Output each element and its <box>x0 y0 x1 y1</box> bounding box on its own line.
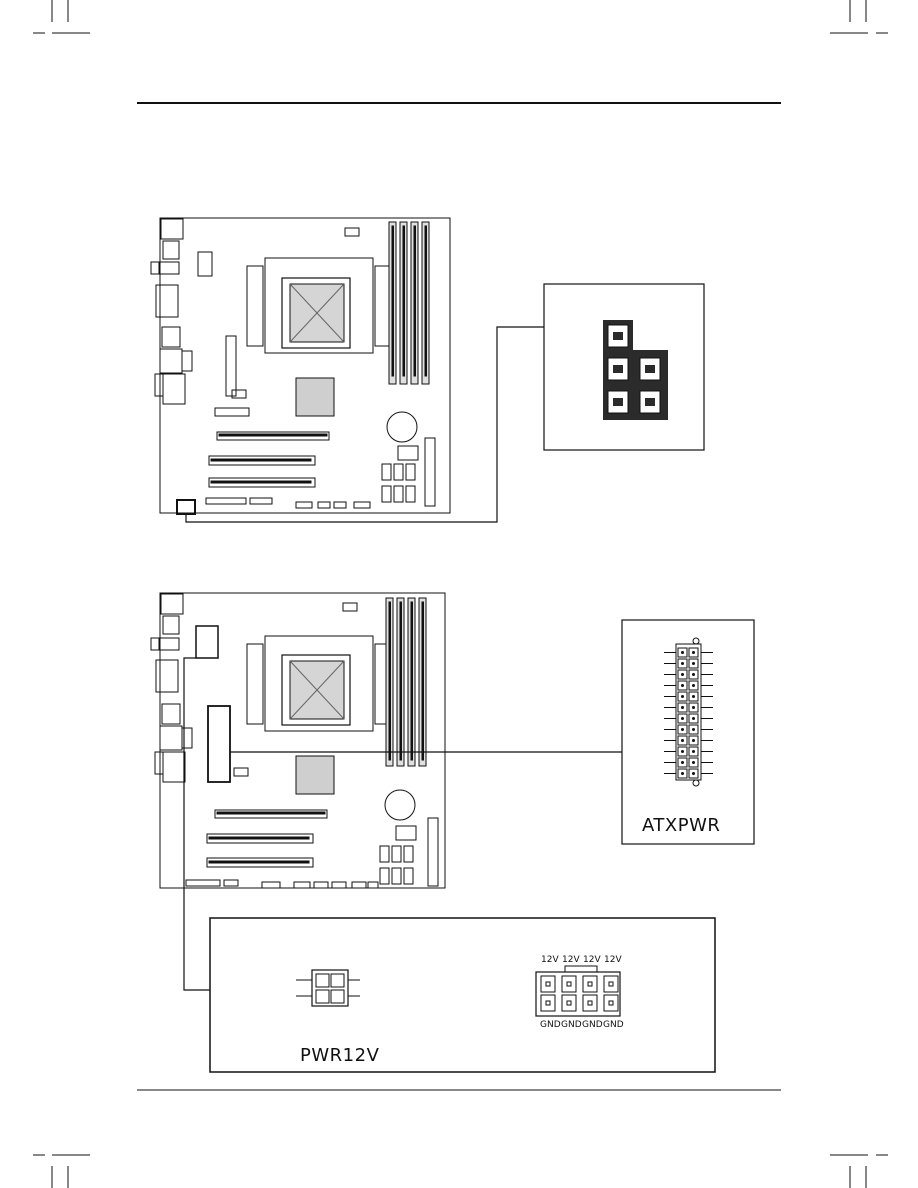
atx-pin-dot <box>681 673 684 676</box>
eps-pin <box>604 976 618 992</box>
eps-pin <box>583 976 597 992</box>
atxpwr-callout <box>622 620 754 844</box>
motherboard-diagram-bottom <box>151 593 445 888</box>
atx-pin-dot <box>681 662 684 665</box>
atx-pin-dot <box>692 662 695 665</box>
atx-pin-dot <box>681 684 684 687</box>
atx-pin-dot <box>692 695 695 698</box>
atxpwr-label: ATXPWR <box>642 815 720 836</box>
atx-pin-dot <box>692 761 695 764</box>
pin-label-gnd-3: GND <box>582 1020 603 1030</box>
eps-pin <box>562 995 576 1011</box>
pin-label-12v-4: 12V <box>604 955 622 965</box>
atx-pin-dot <box>692 673 695 676</box>
motherboard-diagram-top <box>151 218 450 514</box>
atx-pin-dot <box>681 706 684 709</box>
pin-label-12v-2: 12V <box>562 955 580 965</box>
eps-pin <box>604 995 618 1011</box>
pin-label-gnd-4: GND <box>603 1020 624 1030</box>
pwr12v-label: PWR12V <box>300 1045 379 1066</box>
atx-pin-dot <box>692 739 695 742</box>
atx-pin-dot <box>681 772 684 775</box>
pin-label-gnd-2: GND <box>561 1020 582 1030</box>
pin-label-12v-1: 12V <box>541 955 559 965</box>
atx-pin-dot <box>681 728 684 731</box>
eps-pin <box>541 995 555 1011</box>
atx-pin-dot <box>692 772 695 775</box>
eps-pin <box>541 976 555 992</box>
atx-pin-dot <box>692 684 695 687</box>
eps-pin <box>562 976 576 992</box>
atx-pin-dot <box>681 651 684 654</box>
connector-zoom-top <box>544 284 704 450</box>
atx-pin-dot <box>692 750 695 753</box>
atx-pin-dot <box>681 761 684 764</box>
atx-pin-dot <box>692 651 695 654</box>
pwr12v-callout <box>210 918 715 1072</box>
atx-pin-dot <box>692 706 695 709</box>
atx-pin-dot <box>681 717 684 720</box>
atx-pin-dot <box>681 739 684 742</box>
atx-pin-dot <box>692 728 695 731</box>
atx-pin-dot <box>681 695 684 698</box>
pin-label-12v-3: 12V <box>583 955 601 965</box>
atx-pin-dot <box>681 750 684 753</box>
eps-pin <box>583 995 597 1011</box>
pin-label-gnd-1: GND <box>540 1020 561 1030</box>
atx-pin-dot <box>692 717 695 720</box>
